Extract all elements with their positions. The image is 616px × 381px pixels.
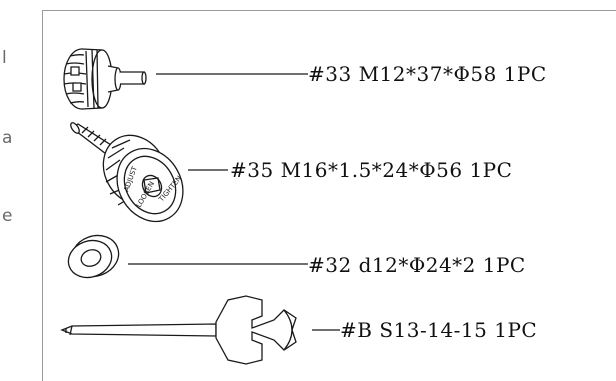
- knob-large-illustration: [69, 121, 196, 233]
- part-label-35: #35 M16*1.5*24*Φ56 1PC: [230, 158, 513, 182]
- part-label-b: #B S13-14-15 1PC: [340, 318, 538, 342]
- wrench-illustration: [62, 296, 296, 364]
- part-label-32: #32 d12*Φ24*2 1PC: [308, 253, 526, 277]
- washer-illustration: [63, 229, 124, 283]
- edge-text-3: e: [2, 206, 13, 226]
- knob-small-illustration: [64, 49, 146, 109]
- edge-text-2: a: [2, 128, 13, 148]
- part-label-33: #33 M12*37*Φ58 1PC: [308, 62, 547, 86]
- edge-text-1: l: [2, 48, 7, 68]
- diagram-frame: [42, 10, 616, 381]
